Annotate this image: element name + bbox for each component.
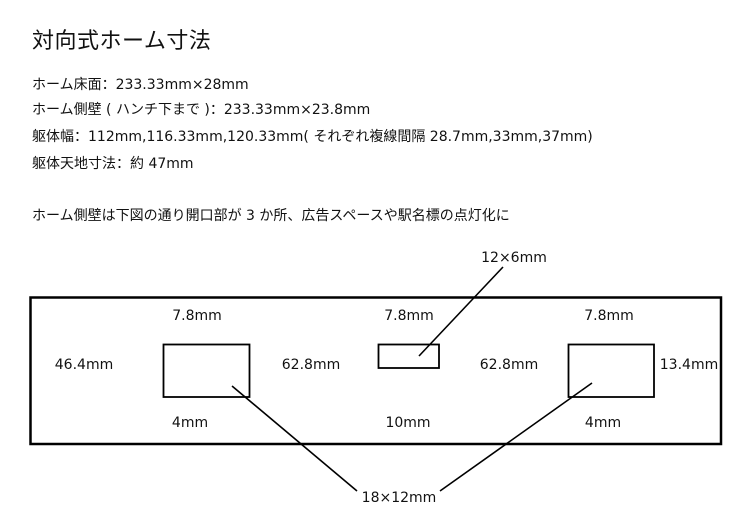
page-title: 対向式ホーム寸法	[32, 29, 212, 54]
leader-left	[231, 385, 358, 492]
spec-floor: ホーム床面：233.33mm×28mm	[32, 77, 249, 93]
opening-right	[567, 343, 655, 398]
label-bottom-center: 10mm	[385, 415, 431, 431]
opening-left	[162, 343, 251, 398]
opening-center	[377, 343, 440, 369]
label-side-opening-size: 18×12mm	[361, 490, 437, 506]
leader-center	[418, 266, 504, 357]
label-top-right: 7.8mm	[584, 308, 634, 324]
side-wall-note: ホーム側壁は下図の通り開口部が 3 か所、広告スペースや駅名標の点灯化に	[32, 208, 510, 224]
label-top-center: 7.8mm	[384, 308, 434, 324]
label-left-margin: 46.4mm	[54, 357, 114, 373]
label-gap-left: 62.8mm	[281, 357, 341, 373]
spec-body-height: 躯体天地寸法：約 47mm	[32, 156, 194, 172]
label-bottom-left: 4mm	[171, 415, 209, 431]
leader-right	[439, 382, 593, 492]
label-center-opening-size: 12×6mm	[481, 250, 547, 266]
platform-side-wall-outline	[29, 296, 723, 446]
spec-body-width: 躯体幅：112mm,116.33mm,120.33mm( それぞれ複線間隔 28…	[32, 129, 593, 145]
label-right-margin: 13.4mm	[659, 357, 719, 373]
spec-side-wall: ホーム側壁 ( ハンチ下まで )：233.33mm×23.8mm	[32, 102, 371, 118]
label-bottom-right: 4mm	[584, 415, 622, 431]
label-gap-right: 62.8mm	[479, 357, 539, 373]
label-top-left: 7.8mm	[172, 308, 222, 324]
